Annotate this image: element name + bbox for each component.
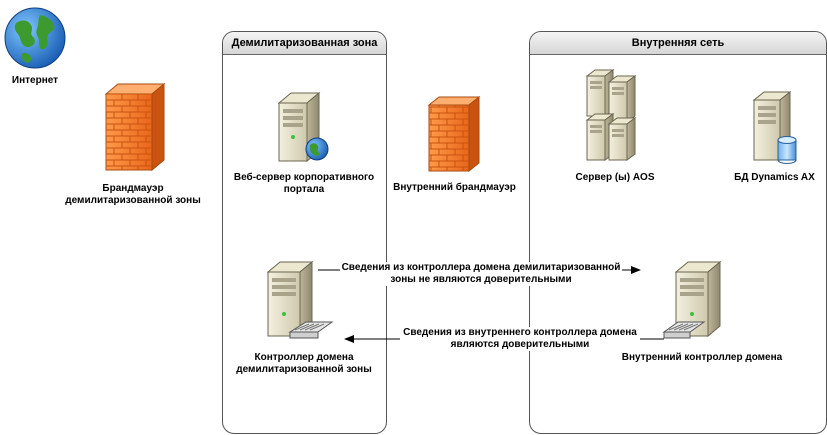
database-label: БД Dynamics AX <box>734 172 815 183</box>
trusted-message: Сведения из внутреннего контроллера доме… <box>400 327 640 351</box>
dmz-zone-title: Демилитаризованная зона <box>223 32 386 55</box>
internal-domain-controller-icon <box>662 260 722 339</box>
database-server-icon <box>752 90 797 164</box>
dmz-domain-controller-label: Контроллер домена демилитаризованной зон… <box>236 352 372 375</box>
aos-servers-icon <box>585 69 637 161</box>
web-server-label: Веб-сервер корпоративного портала <box>233 172 375 195</box>
internet-globe-icon <box>4 7 66 69</box>
aos-servers-label: Сервер (ы) AOS <box>575 172 655 183</box>
internal-firewall-icon <box>427 95 481 173</box>
internal-firewall-label: Внутренний брандмауэр <box>393 182 516 193</box>
internal-domain-controller-label: Внутренний контроллер домена <box>621 352 783 363</box>
dmz-domain-controller-icon <box>266 260 334 339</box>
internal-zone-title: Внутренняя сеть <box>530 32 826 55</box>
internet-label: Интернет <box>11 75 59 86</box>
web-server-icon <box>277 91 329 163</box>
dmz-firewall-icon <box>104 82 166 172</box>
untrusted-message: Сведения из контроллера домена демилитар… <box>340 262 622 286</box>
dmz-firewall-label: Брандмауэр демилитаризованной зоны <box>65 183 201 206</box>
